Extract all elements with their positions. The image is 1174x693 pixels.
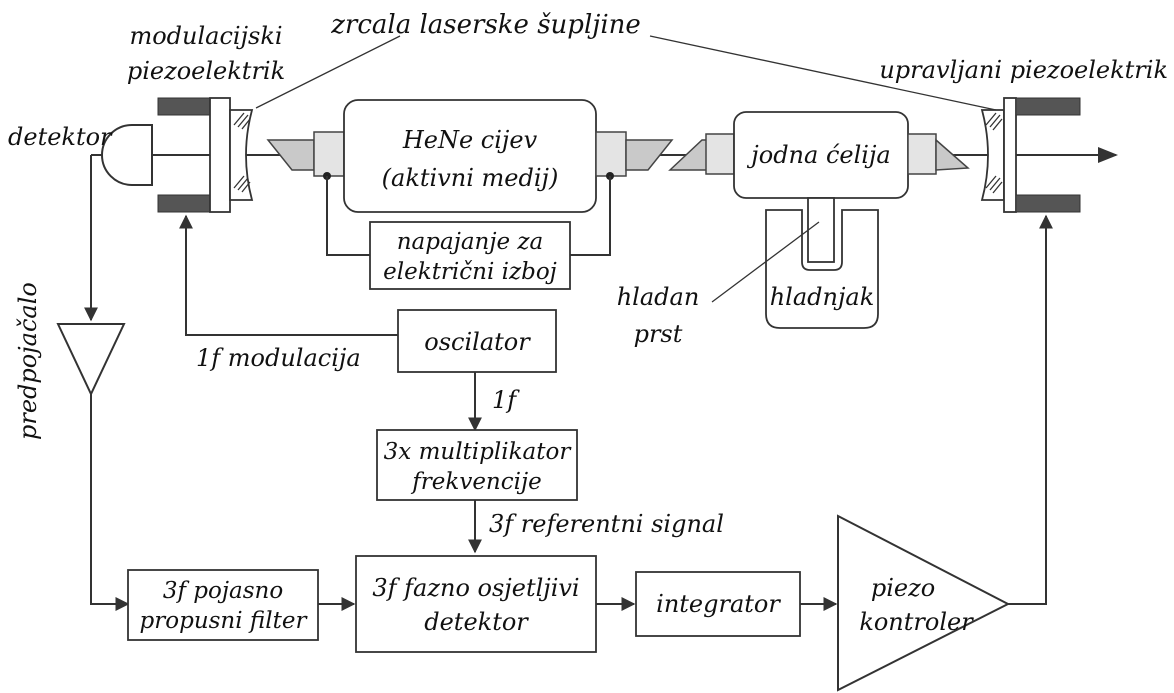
oscillator-block bbox=[397, 309, 557, 373]
multiplier-label-1: 3x multiplikator bbox=[384, 439, 573, 465]
preamp-icon bbox=[56, 323, 126, 397]
hene-label-2: (aktivni medij) bbox=[382, 164, 559, 192]
iodine-cell-label: jodna ćelija bbox=[746, 141, 890, 169]
ref-signal-label: 3f referentni signal bbox=[489, 510, 724, 538]
left-mirror-icon bbox=[229, 109, 254, 201]
mirrors-label: zrcala laserske šupljine bbox=[330, 10, 641, 40]
bandpass-filter-block bbox=[127, 569, 319, 641]
ctrl-piezo-label: upravljani piezoelektrik bbox=[879, 56, 1168, 84]
piezo-controller-block bbox=[837, 514, 1011, 692]
phase-detector-block bbox=[355, 555, 597, 653]
integrator-label: integrator bbox=[656, 590, 781, 618]
bandpass-label-1: 3f pojasno bbox=[163, 578, 283, 604]
controlled-piezo-icon bbox=[1003, 97, 1081, 213]
detector-label: detektor bbox=[8, 123, 113, 151]
cold-finger-label-1: hladan bbox=[617, 283, 700, 311]
cooler-label: hladnjak bbox=[770, 283, 875, 311]
phase-detector-label-2: detektor bbox=[424, 608, 529, 636]
power-label-2: električni izboj bbox=[383, 259, 557, 285]
hene-tube-icon bbox=[266, 99, 674, 213]
modulation-label: 1f modulacija bbox=[196, 344, 361, 372]
cold-finger-label-2: prst bbox=[634, 320, 683, 348]
modulation-piezo-icon bbox=[157, 97, 231, 213]
iodine-cell-icon bbox=[668, 111, 970, 199]
mod-piezo-label-2: piezoelektrik bbox=[127, 57, 285, 85]
power-supply-block bbox=[326, 176, 611, 290]
mirror-pointer-lines bbox=[255, 35, 997, 111]
bandpass-label-2: propusni filter bbox=[140, 608, 309, 634]
preamp-label: predpojačalo bbox=[14, 282, 42, 440]
multiplier-block bbox=[376, 429, 578, 501]
multiplier-label-2: frekvencije bbox=[410, 469, 541, 495]
detector-icon bbox=[101, 124, 153, 186]
cooler-icon bbox=[711, 197, 879, 329]
integrator-block bbox=[635, 571, 801, 637]
piezo-controller-label-1: piezo bbox=[871, 574, 935, 602]
phase-detector-label-1: 3f fazno osjetljivi bbox=[372, 574, 579, 602]
f1-label: 1f bbox=[492, 386, 520, 414]
mod-piezo-label-1: modulacijski bbox=[129, 22, 282, 50]
signal-lines bbox=[84, 154, 1053, 611]
piezo-controller-label-2: kontroler bbox=[859, 608, 974, 636]
power-label-1: napajanje za bbox=[397, 229, 544, 255]
right-mirror-icon bbox=[980, 109, 1005, 201]
hene-label-1: HeNe cijev bbox=[402, 126, 538, 154]
oscillator-label: oscilator bbox=[424, 328, 531, 356]
